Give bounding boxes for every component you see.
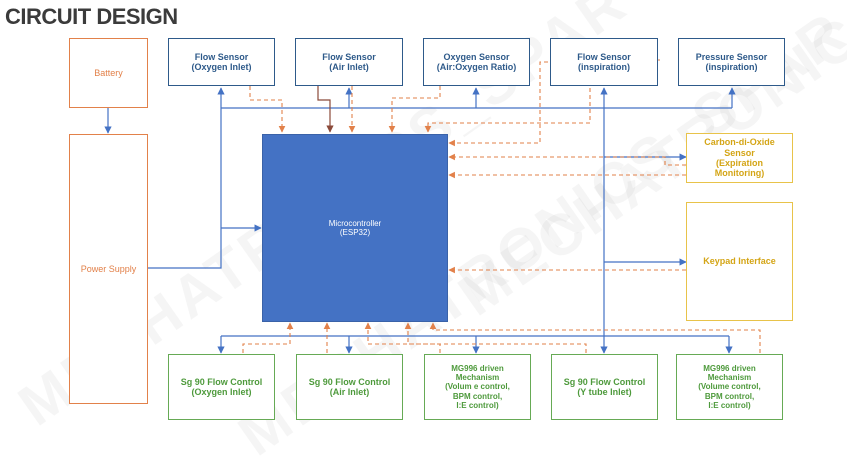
battery-box: Battery: [69, 38, 148, 108]
power-supply-box: Power Supply: [69, 134, 148, 404]
pressure-sensor-box: Pressure Sensor (inspiration): [678, 38, 785, 86]
mg996-mechanism-label-1: MG996 driven Mechanism (Volum e control,…: [445, 364, 510, 410]
oxygen-sensor-label: Oxygen Sensor (Air:Oxygen Ratio): [436, 51, 517, 72]
pressure-sensor-label: Pressure Sensor (inspiration): [695, 51, 768, 72]
flow-sensor-air-label: Flow Sensor (Air Inlet): [322, 51, 376, 72]
oxygen-sensor-box: Oxygen Sensor (Air:Oxygen Ratio): [423, 38, 530, 86]
sg90-air-label: Sg 90 Flow Control (Air Inlet): [308, 376, 391, 397]
sg90-ytube-box: Sg 90 Flow Control (Y tube Inlet): [551, 354, 658, 420]
flow-sensor-oxygen-label: Flow Sensor (Oxygen Inlet): [191, 51, 252, 72]
keypad-interface-box: Keypad Interface: [686, 202, 793, 321]
battery-label: Battery: [94, 67, 123, 78]
co2-sensor-label: Carbon-di-Oxide Sensor (Expiration Monit…: [704, 137, 775, 179]
mg996-mechanism-box-1: MG996 driven Mechanism (Volum e control,…: [424, 354, 531, 420]
sg90-oxygen-label: Sg 90 Flow Control (Oxygen Inlet): [180, 376, 263, 397]
microcontroller-label: Microcontroller (ESP32): [328, 218, 382, 237]
sg90-oxygen-box: Sg 90 Flow Control (Oxygen Inlet): [168, 354, 275, 420]
mg996-mechanism-box-2: MG996 driven Mechanism (Volume control, …: [676, 354, 783, 420]
sg90-air-box: Sg 90 Flow Control (Air Inlet): [296, 354, 403, 420]
flow-sensor-air-box: Flow Sensor (Air Inlet): [295, 38, 403, 86]
mg996-mechanism-label-2: MG996 driven Mechanism (Volume control, …: [698, 364, 761, 410]
flow-sensor-inspiration-label: Flow Sensor (inspiration): [577, 51, 631, 72]
co2-sensor-box: Carbon-di-Oxide Sensor (Expiration Monit…: [686, 133, 793, 183]
power-supply-label: Power Supply: [80, 263, 137, 274]
flow-sensor-inspiration-box: Flow Sensor (inspiration): [550, 38, 658, 86]
page-title: CIRCUIT DESIGN: [5, 4, 178, 29]
flow-sensor-oxygen-box: Flow Sensor (Oxygen Inlet): [168, 38, 275, 86]
sg90-ytube-label: Sg 90 Flow Control (Y tube Inlet): [563, 376, 646, 397]
microcontroller-box: Microcontroller (ESP32): [262, 134, 448, 322]
keypad-interface-label: Keypad Interface: [703, 256, 776, 267]
